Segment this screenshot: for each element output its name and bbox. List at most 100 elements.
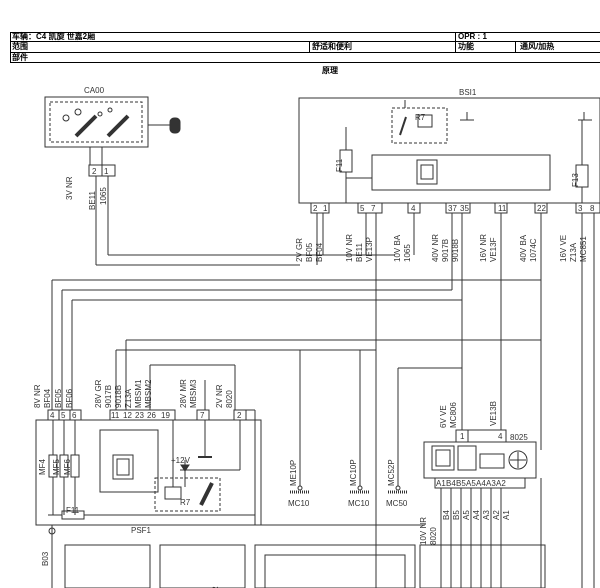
wire-label: BF06: [65, 388, 74, 408]
pin-label: 12: [123, 411, 132, 420]
pin-label: A2: [496, 479, 506, 488]
mf5-label: MF5: [52, 458, 61, 475]
wire-label: Z13A: [569, 242, 578, 262]
pin-label: 4: [498, 432, 503, 441]
mf4-label: MF4: [38, 458, 47, 475]
vehicle-label: 车辆：C4 凯旋 世嘉2厢: [12, 32, 96, 41]
r7-top-label: R7: [415, 113, 426, 122]
wire-label: A5: [462, 510, 471, 520]
bsi1-relay-switch: [399, 116, 407, 136]
psf1-label: PSF1: [131, 526, 152, 535]
key-icon: [169, 117, 181, 134]
f13-label: F13: [571, 173, 580, 187]
title-col-1: [309, 41, 310, 53]
wire-label: 9018B: [451, 239, 460, 262]
wire-label: A3: [482, 510, 491, 520]
b03-label: B03: [41, 551, 50, 566]
pin-label: A3: [486, 479, 496, 488]
ca00-blade-2: [106, 114, 130, 138]
mc52p-node: [395, 485, 401, 491]
wire-label: 10V NR: [419, 517, 428, 545]
r7-bottom-label: R7: [180, 498, 191, 507]
wire-label: 1065: [403, 244, 412, 262]
psf1-chip-inner: [116, 458, 130, 476]
title-divider-2: [10, 52, 600, 53]
pin-label: 11: [111, 411, 120, 420]
partial-box-1: [64, 544, 151, 588]
pin-label: 7: [200, 411, 205, 420]
wire-label: A4: [472, 510, 481, 520]
wire-label: 16V NR: [479, 234, 488, 262]
wire-label: MBSM3: [189, 379, 198, 408]
wire-label: 40V NR: [431, 234, 440, 262]
wire-label: 6V VE: [439, 405, 448, 428]
psf1-controller: [99, 429, 159, 493]
wire-label: A1: [502, 510, 511, 520]
title-col-3: [515, 41, 516, 53]
ca00-label: CA00: [84, 86, 105, 95]
mc10p-label: MC10P: [349, 459, 358, 486]
c8025-chip-inner: [435, 449, 451, 467]
wire-label: BF05: [54, 388, 63, 408]
function-label: 功能: [458, 42, 474, 51]
wire-label: 1074C: [529, 238, 538, 262]
scope-value: 舒适和便利: [312, 42, 352, 51]
wire-label: A2: [492, 510, 501, 520]
wire-label: 2V NR: [215, 384, 224, 408]
pin-label: B5: [456, 479, 466, 488]
ca00-contact-2: [74, 108, 82, 116]
partial-box-5: [419, 544, 546, 588]
mc10b-label: MC10: [348, 499, 370, 508]
bsi1-chip-inner: [420, 164, 434, 180]
pin-label: A4: [476, 479, 486, 488]
partial-box-2: [159, 544, 246, 588]
me10p-label: ME10P: [289, 460, 298, 486]
f11-bottom-label: F11: [66, 506, 80, 515]
wire-label: 8V NR: [33, 384, 42, 408]
wire-label: 28V GR: [94, 379, 103, 408]
mc10p-node: [357, 485, 363, 491]
psf-conn-3: [196, 409, 210, 421]
wire-label: 9017B: [104, 385, 113, 408]
wire-label: 2V GR: [295, 238, 304, 262]
partial-box-4: [264, 554, 406, 588]
ca00-blade-1: [74, 114, 98, 138]
ca00-inner: [49, 101, 143, 143]
ca00-box: [44, 96, 149, 148]
pin-label: 1: [323, 204, 328, 213]
pin-label: 37: [448, 204, 457, 213]
mf6-label: MF6: [63, 458, 72, 475]
title-border-bottom: [10, 62, 600, 63]
opr-label: OPR : 1: [458, 32, 487, 41]
wire-label: BE11: [88, 190, 97, 210]
wire-label: BF04: [43, 388, 52, 408]
ca00-contact-4: [107, 107, 113, 113]
wire-label: VE13F: [489, 237, 498, 262]
psf1-chip: [112, 454, 134, 480]
c8025-conn-bottom: [434, 477, 526, 489]
pin-label: 4: [411, 204, 416, 213]
wire-label: MC806: [449, 402, 458, 428]
c8025-conn-top: [455, 429, 507, 443]
pin-label: 4: [50, 411, 55, 420]
plus12v-arrow: [180, 464, 190, 472]
wire-label: 8020: [429, 527, 438, 545]
ca00-contact-3: [97, 111, 103, 117]
title-border-top: [10, 32, 600, 33]
partial-box-3: [254, 544, 416, 588]
wire-label: 40V BA: [519, 234, 528, 262]
pin-label: 19: [161, 411, 170, 420]
wire-label: 10V NR: [345, 234, 354, 262]
c8025-relay: [457, 445, 477, 471]
wire-label: BF04: [315, 242, 324, 262]
f11-top-label: F11: [335, 158, 344, 172]
pin-label: B4: [446, 479, 456, 488]
title-divider-1: [10, 41, 600, 42]
title-col-2: [455, 32, 456, 53]
wire-label: BE11: [355, 242, 364, 262]
pin-label: 3: [578, 204, 583, 213]
pin-label: 11: [498, 204, 507, 213]
wire-label: 3V NR: [65, 176, 74, 200]
wire-label: VE13P: [365, 237, 374, 262]
